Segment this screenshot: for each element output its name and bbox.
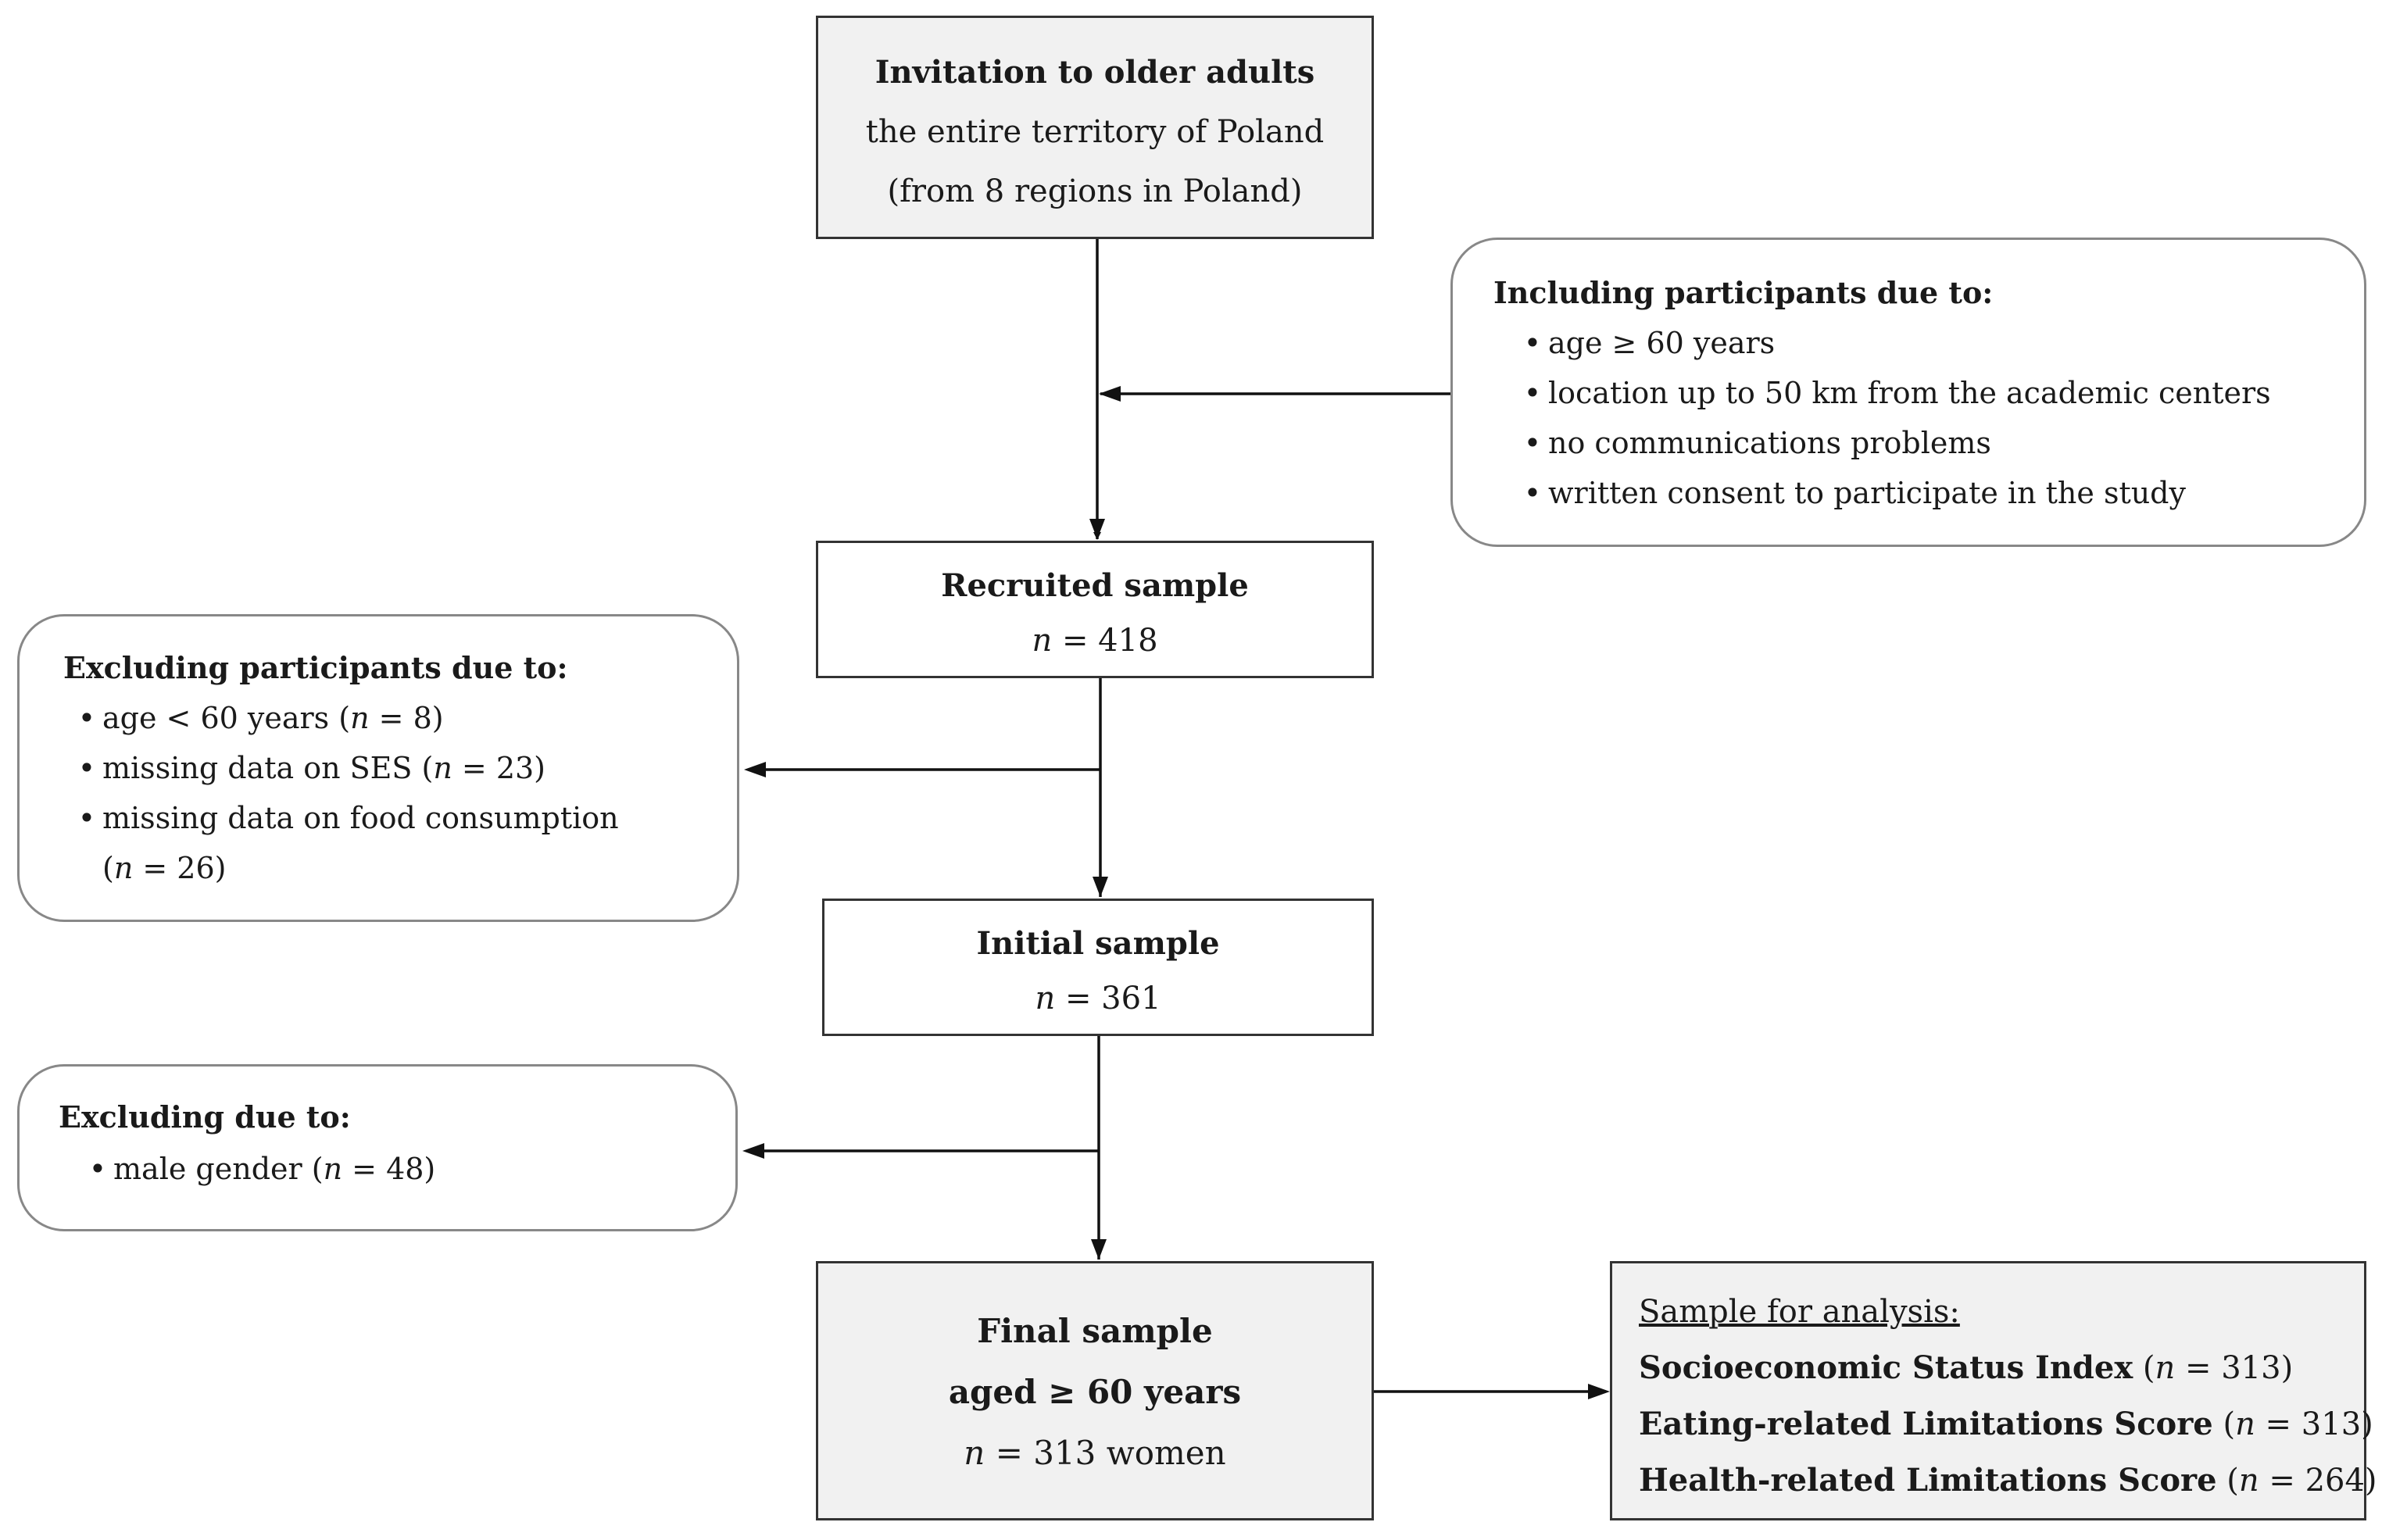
list-item: •age ≥ 60 years [1523, 326, 1776, 360]
list-item: •location up to 50 km from the academic … [1523, 376, 2271, 410]
recruited-n: n = 418 [1032, 623, 1158, 659]
initial-title: Initial sample [976, 925, 1220, 962]
list-item: •written consent to participate in the s… [1523, 476, 2186, 510]
exclusion2-title: Excluding due to: [59, 1099, 351, 1134]
final-n: n = 313 women [964, 1434, 1226, 1472]
analysis-item: Socioeconomic Status Index (n = 313) [1639, 1349, 2294, 1386]
exclusion-box-2: Excluding due to: •male gender (n = 48) [17, 1064, 738, 1231]
invitation-box: Invitation to older adults the entire te… [816, 16, 1374, 239]
list-item: •male gender (n = 48) [88, 1152, 436, 1186]
analysis-item: Eating-related Limitations Score (n = 31… [1639, 1406, 2373, 1442]
arrowhead-initial [1093, 877, 1108, 897]
inclusion-title: Including participants due to: [1493, 275, 1994, 310]
arrowhead-inclusion [1099, 386, 1121, 402]
exclusion1-title: Excluding participants due to: [63, 650, 568, 685]
invitation-title: Invitation to older adults [874, 54, 1315, 91]
inclusion-criteria-box: Including participants due to: •age ≥ 60… [1450, 238, 2366, 547]
arrowhead-recruited [1089, 519, 1105, 539]
arrowhead-final [1091, 1239, 1107, 1260]
final-sample-box: Final sample aged ≥ 60 years n = 313 wom… [816, 1261, 1374, 1520]
invitation-line1: the entire territory of Poland [865, 114, 1325, 150]
invitation-line2: (from 8 regions in Poland) [887, 173, 1303, 209]
recruited-sample-box: Recruited sample n = 418 [816, 541, 1374, 678]
recruited-title: Recruited sample [941, 567, 1249, 604]
analysis-item: Health-related Limitations Score (n = 26… [1639, 1462, 2377, 1499]
exclusion-box-1: Excluding participants due to: •age < 60… [17, 614, 739, 922]
list-item: •missing data on SES (n = 23) [77, 751, 546, 785]
initial-sample-box: Initial sample n = 361 [822, 899, 1374, 1036]
analysis-title: Sample for analysis: [1639, 1294, 1960, 1330]
exclusion1-list: •age < 60 years (n = 8) •missing data on… [63, 693, 737, 893]
arrowhead-exclusion1 [744, 762, 766, 777]
list-item: •missing data on food consumption(n = 26… [77, 801, 619, 885]
list-item: •no communications problems [1523, 426, 1991, 460]
arrowhead-analysis [1588, 1384, 1610, 1399]
final-title: Final sample [977, 1312, 1213, 1350]
inclusion-list: •age ≥ 60 years •location up to 50 km fr… [1493, 318, 2364, 518]
initial-n: n = 361 [1035, 981, 1161, 1017]
list-item: •age < 60 years (n = 8) [77, 701, 444, 735]
arrowhead-exclusion2 [742, 1143, 764, 1159]
final-subtitle: aged ≥ 60 years [948, 1373, 1242, 1411]
exclusion2-list: •male gender (n = 48) [59, 1143, 735, 1195]
analysis-box: Sample for analysis: Socioeconomic Statu… [1610, 1261, 2377, 1520]
